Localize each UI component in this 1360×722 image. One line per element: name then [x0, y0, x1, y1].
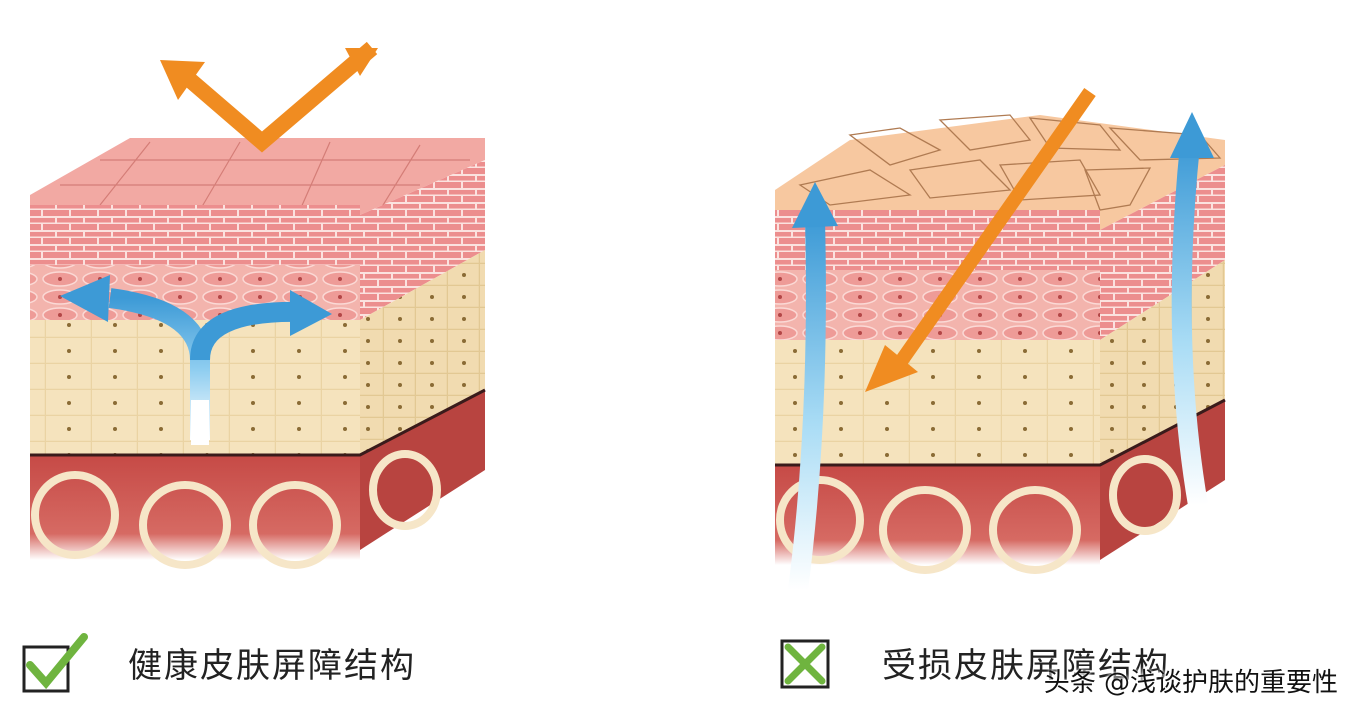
stratum-corneum-top [30, 138, 485, 215]
moisture-loss-arrows [788, 112, 1214, 592]
moisture-retain-arrow [60, 275, 332, 445]
damaged-barrier-panel: 受损皮肤屏障结构 [680, 0, 1360, 722]
uv-reflect-arrow [160, 41, 378, 153]
dermis-base [30, 455, 360, 560]
cross-box-icon [780, 639, 830, 689]
caption-text: 受损皮肤屏障结构 [882, 645, 1170, 686]
damaged-stratum-corneum [775, 115, 1225, 230]
check-icon [22, 633, 88, 693]
healthy-barrier-panel: 健康皮肤屏障结构 [18, 41, 486, 702]
healthy-skin-cube [30, 41, 486, 569]
brick-layer [30, 205, 360, 265]
watermark: 头条 @浅谈护肤的重要性 [1043, 668, 1338, 698]
healthy-caption: 健康皮肤屏障结构 [18, 622, 416, 702]
uv-penetrate-arrow [865, 87, 1096, 392]
caption-text: 健康皮肤屏障结构 [128, 645, 416, 686]
damaged-caption: 受损皮肤屏障结构 [772, 622, 1170, 702]
dermis-rings [31, 450, 441, 569]
damaged-skin-cube [775, 87, 1226, 592]
